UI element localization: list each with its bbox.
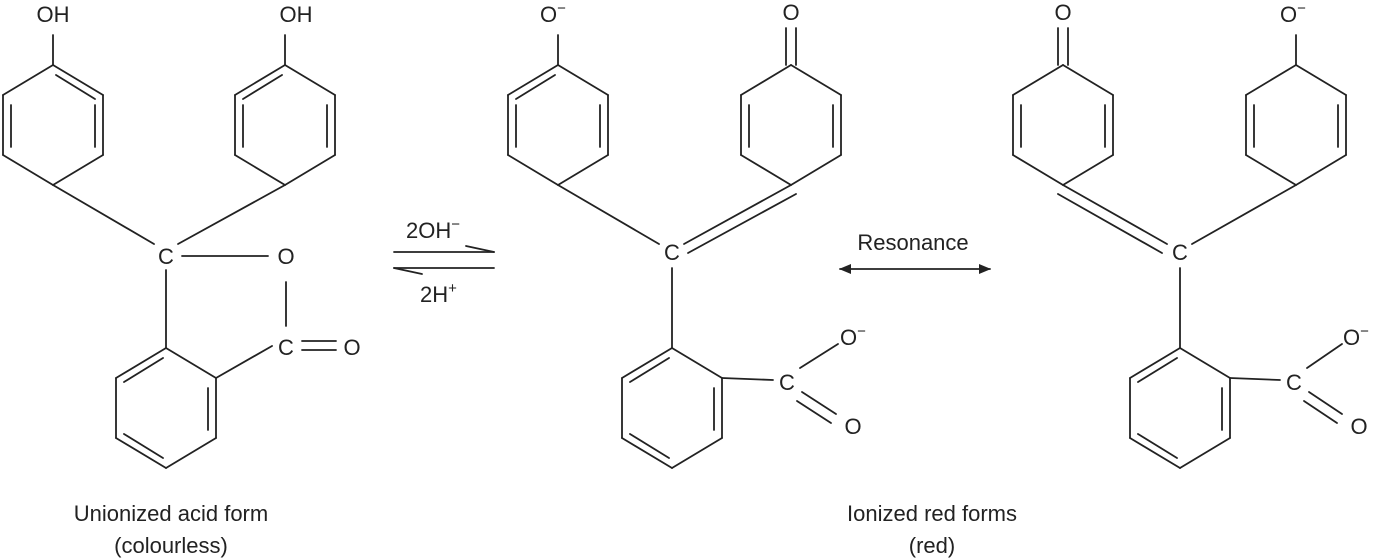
acid-central-carbon: C (158, 244, 174, 269)
ionized1-central-carbon: C (664, 240, 680, 265)
ionized1-carboxyl-carbon: C (779, 370, 795, 395)
ionized1-phenoxide-ring (507, 34, 609, 186)
ionized2-quinone-ring (1012, 27, 1114, 186)
resonance-label: Resonance (857, 230, 968, 255)
ionized2-phenoxide-ring (1245, 34, 1347, 186)
ionized1-carboxyl-oxygen-double: O (844, 414, 861, 439)
acid-caption-line1: Unionized acid form (74, 501, 268, 526)
ionized1-carboxyl-oxygen-single: O− (840, 323, 866, 350)
ionized-form-1-structure: O− O C (507, 0, 866, 469)
acid-right-phenol-ring (234, 34, 336, 186)
ionized-form-2-structure: O O− C (1012, 0, 1369, 469)
ionized2-phenoxide-oxygen: O− (1280, 0, 1306, 27)
acid-carbonyl-oxygen: O (343, 335, 360, 360)
ionized2-central-carbon: C (1172, 240, 1188, 265)
equilibrium-arrows (393, 245, 495, 275)
acid-left-hydroxyl: OH (37, 2, 70, 27)
forward-reagent: 2OH− (406, 216, 460, 243)
ionized2-carboxyl-carbon: C (1286, 370, 1302, 395)
acid-ring-oxygen: O (277, 244, 294, 269)
ionized-caption-line2: (red) (909, 533, 955, 558)
acid-carbonyl-carbon: C (278, 335, 294, 360)
acid-benzene-ring (115, 345, 273, 469)
acid-left-phenol-ring (2, 34, 104, 186)
ionized2-benzene-ring (1129, 347, 1281, 469)
ionized2-quinone-oxygen: O (1054, 0, 1071, 25)
acid-right-hydroxyl: OH (280, 2, 313, 27)
ionized1-phenoxide-oxygen: O− (540, 0, 566, 27)
ionized1-quinone-oxygen: O (782, 0, 799, 25)
ionized1-quinone-ring (740, 27, 842, 186)
reverse-reagent: 2H+ (420, 280, 457, 307)
ionized-caption-line1: Ionized red forms (847, 501, 1017, 526)
acid-caption-line2: (colourless) (114, 533, 228, 558)
ionized2-carboxyl-oxygen-single: O− (1343, 323, 1369, 350)
ionized1-benzene-ring (621, 347, 774, 469)
acid-form-structure: OH OH C O C O (2, 2, 361, 469)
ionized2-carboxyl-oxygen-double: O (1350, 414, 1367, 439)
